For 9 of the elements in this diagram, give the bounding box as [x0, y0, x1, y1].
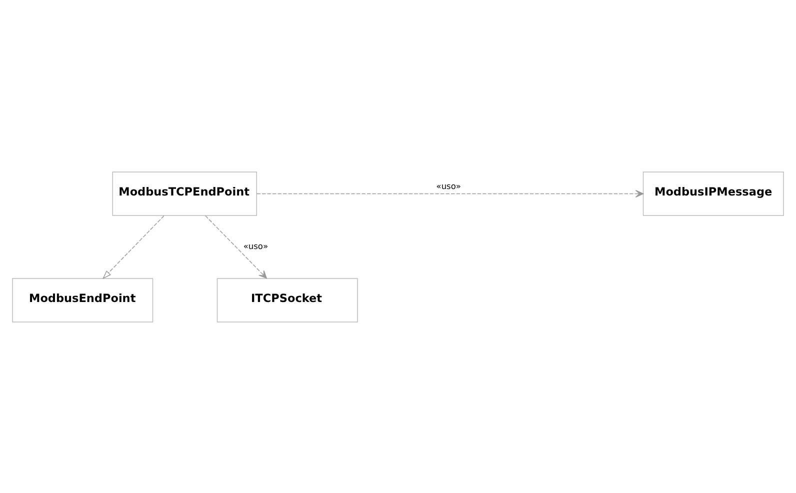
arrow: [256, 190, 644, 197]
arrow: [102, 214, 164, 279]
arrow: [205, 214, 267, 278]
node-box: ModbusIPMessage: [642, 171, 784, 216]
edge-label: «uso»: [436, 180, 461, 191]
node-box: ModbusTCPEndPoint: [112, 171, 257, 216]
node-box: ITCPSocket: [216, 278, 358, 322]
node-box: ModbusEndPoint: [12, 278, 154, 322]
edge-label: «uso»: [243, 240, 268, 251]
